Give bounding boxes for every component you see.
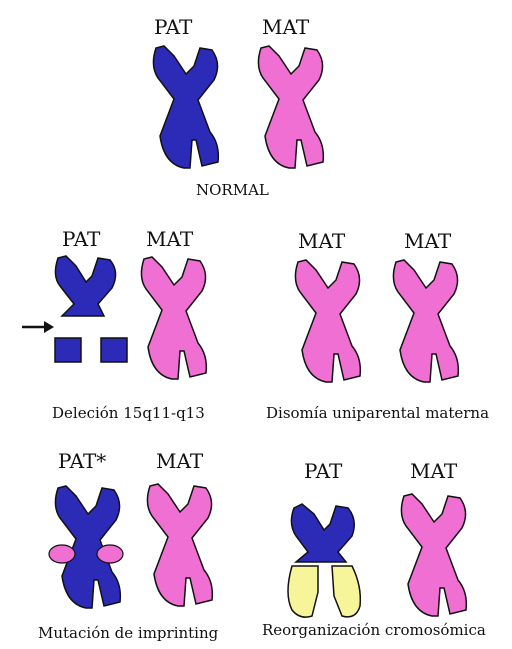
- deletion-arrow-icon: [22, 321, 54, 333]
- rearrangement-right-label: MAT: [410, 459, 458, 483]
- maternal-chromosome: [401, 494, 466, 616]
- imprinting-left-label: PAT*: [58, 449, 106, 473]
- normal-right-label: MAT: [262, 15, 310, 39]
- rearranged-paternal-arms: [291, 504, 354, 562]
- panel-upd: MAT MAT Disomía uniparental materna: [266, 229, 489, 422]
- lower-segment-right: [101, 338, 127, 362]
- upd-caption: Disomía uniparental materna: [266, 404, 489, 422]
- lower-segment-left: [55, 338, 81, 362]
- maternal-chromosome: [141, 257, 206, 379]
- upd-right-label: MAT: [404, 229, 452, 253]
- panel-rearrangement: PAT MAT Reorganización cromosómica: [262, 459, 486, 639]
- maternal-chromosome-2: [393, 260, 458, 382]
- deletion-caption: Deleción 15q11-q13: [52, 404, 205, 422]
- paternal-chromosome: [153, 46, 218, 168]
- maternal-chromosome: [258, 46, 323, 168]
- deletion-right-label: MAT: [146, 227, 194, 251]
- panel-normal: PAT MAT NORMAL: [153, 15, 323, 199]
- imprinting-caption: Mutación de imprinting: [38, 624, 219, 642]
- normal-caption: NORMAL: [196, 181, 269, 199]
- maternal-chromosome-1: [295, 260, 360, 382]
- imprinting-right-label: MAT: [156, 449, 204, 473]
- normal-left-label: PAT: [154, 15, 193, 39]
- rearrangement-caption: Reorganización cromosómica: [262, 621, 486, 639]
- deletion-left-label: PAT: [62, 227, 101, 251]
- panel-imprinting: PAT* MAT Mutación de imprinting: [38, 449, 219, 642]
- maternal-chromosome: [147, 484, 212, 606]
- rearrangement-left-label: PAT: [304, 459, 343, 483]
- deleted-paternal-chromosome: [55, 256, 127, 362]
- imprint-mark-left: [49, 545, 75, 563]
- upd-left-label: MAT: [298, 229, 346, 253]
- panel-deletion: PAT MAT Deleción 15q11-q13: [22, 227, 206, 422]
- imprint-mark-right: [97, 545, 123, 563]
- rearranged-segment-right: [332, 566, 360, 617]
- rearranged-segment-left: [288, 566, 318, 617]
